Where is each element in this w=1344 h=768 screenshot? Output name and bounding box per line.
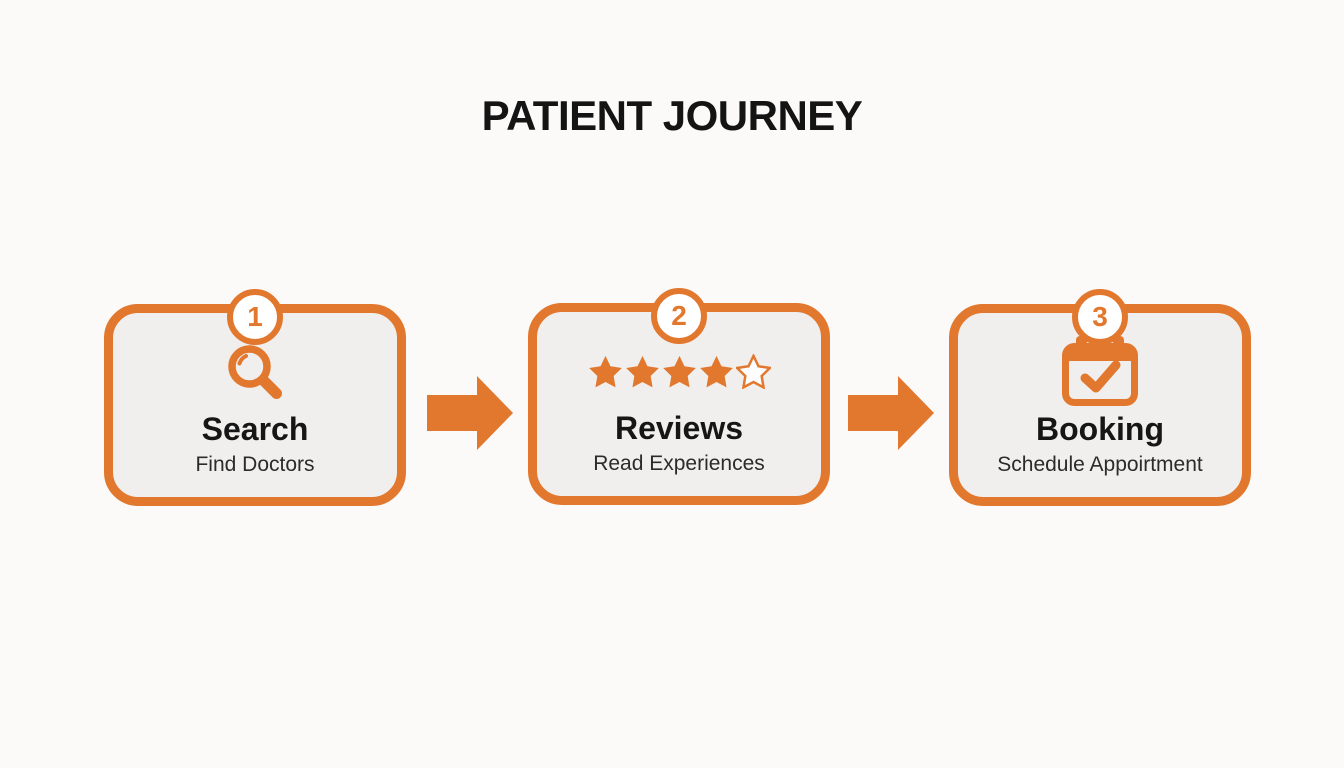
step-label: Search xyxy=(201,411,309,447)
step-sublabel: Read Experiences xyxy=(593,451,765,475)
step-card-search: 1 Search Find Doctors xyxy=(104,289,406,506)
step-icon-zone xyxy=(587,334,772,408)
step-icon-zone xyxy=(1061,335,1139,409)
step-label: Reviews xyxy=(614,410,744,446)
step-sublabel: Find Doctors xyxy=(195,452,315,476)
diagram-title: PATIENT JOURNEY xyxy=(481,92,863,139)
step-number-badge: 3 xyxy=(1072,289,1128,345)
star-filled-icon xyxy=(662,355,696,387)
step-number: 2 xyxy=(671,300,687,331)
step-label: Booking xyxy=(1036,411,1164,447)
arrow-right-icon xyxy=(848,376,934,450)
magnifier-icon xyxy=(228,345,282,399)
step-icon-zone xyxy=(222,335,288,409)
step-card-reviews: 2 Reviews Read Experiences xyxy=(528,288,830,505)
calendar-check-icon xyxy=(1062,336,1138,406)
step-number-badge: 1 xyxy=(227,289,283,345)
step-number-badge: 2 xyxy=(651,288,707,344)
arrow-right-icon xyxy=(427,376,513,450)
step-number: 3 xyxy=(1092,301,1108,332)
star-outline-icon xyxy=(735,353,771,389)
step-card-booking: 3 Booking Schedule Appoirtment xyxy=(949,289,1251,506)
star-filled-icon xyxy=(588,355,622,387)
step-number: 1 xyxy=(247,301,263,332)
star-filled-icon xyxy=(625,355,659,387)
star-filled-icon xyxy=(699,355,733,387)
step-sublabel: Schedule Appoirtment xyxy=(997,452,1203,476)
star-rating xyxy=(587,353,772,389)
